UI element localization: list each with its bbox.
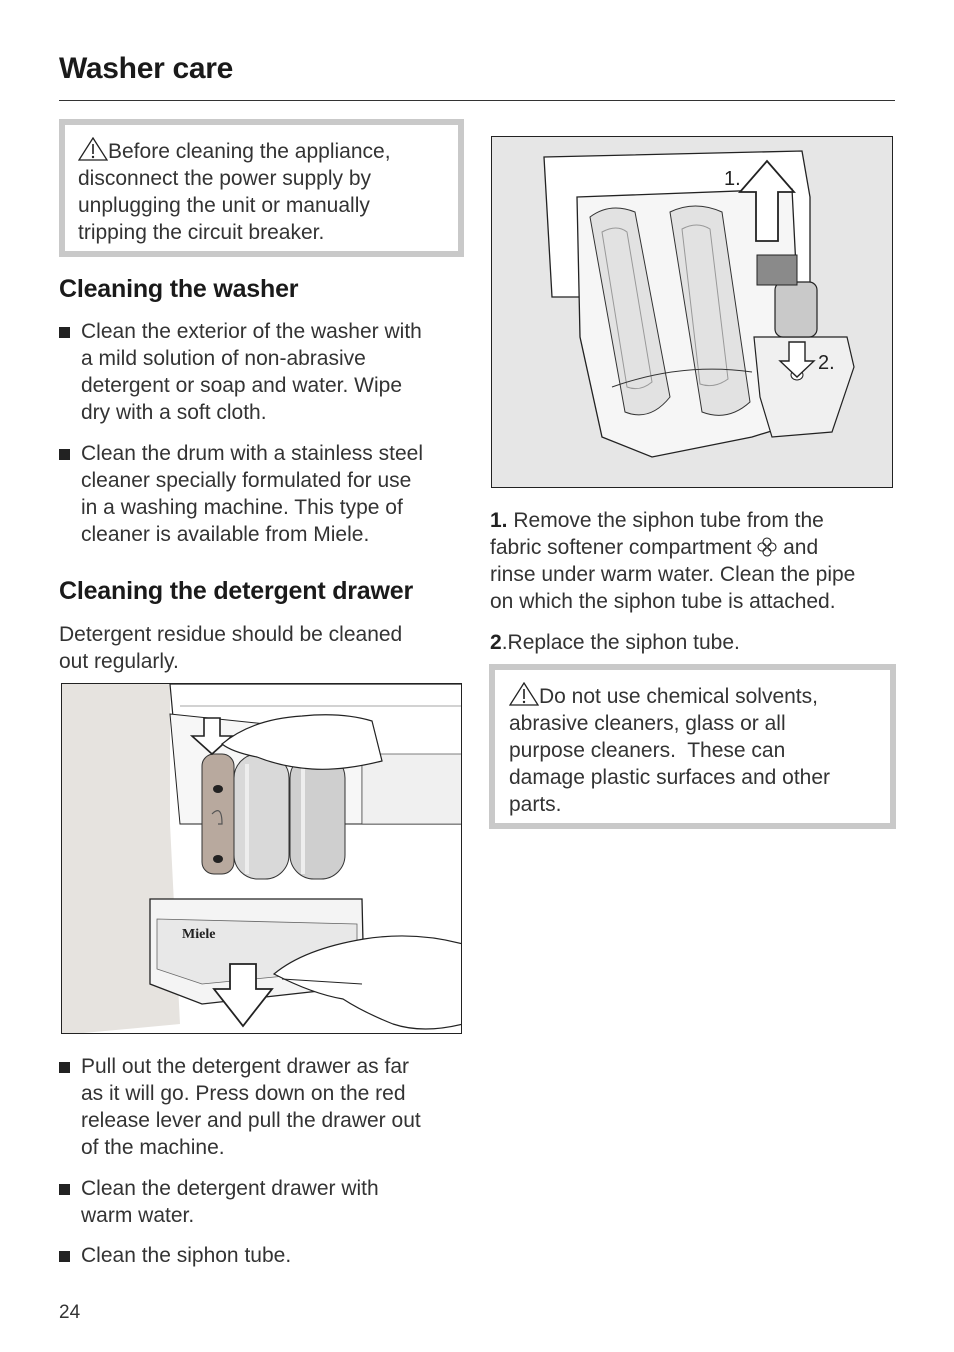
drawer-drawing: Miele — [62, 684, 461, 1033]
bullet-line: dry with a soft cloth. — [81, 401, 267, 424]
warning-line: Do not use chemical solvents, — [509, 682, 890, 710]
bullet-line: detergent or soap and water. Wipe — [81, 374, 403, 397]
bullet-line: as it will go. Press down on the red — [81, 1082, 406, 1105]
warning-line: Before cleaning the appliance, — [78, 137, 458, 165]
bullet-line: Clean the drum with a stainless steel — [81, 442, 423, 465]
warning-triangle-icon — [78, 137, 108, 161]
warning-box-disconnect: Before cleaning the appliance, disconnec… — [59, 119, 464, 257]
bullet-square-icon — [59, 449, 70, 460]
bullet-line: Clean the exterior of the washer with — [81, 320, 422, 343]
step-1-line: fabric softener compartment and — [490, 534, 900, 561]
figure-label-2: 2. — [818, 352, 835, 374]
bullet-line: release lever and pull the drawer out — [81, 1109, 421, 1132]
bullet-line: of the machine. — [81, 1136, 225, 1159]
drawer-intro: Detergent residue should be cleaned out … — [59, 621, 459, 675]
warning-triangle-icon — [509, 682, 539, 706]
figure-label-1: 1. — [724, 168, 741, 190]
siphon-tube-illustration: 1. 2. — [491, 136, 893, 488]
bullet-line: warm water. — [81, 1204, 195, 1227]
fabric-softener-flower-icon — [757, 537, 777, 557]
step-1-instruction: 1. Remove the siphon tube from the fabri… — [490, 507, 900, 615]
list-item: Clean the detergent drawer with warm wat… — [59, 1175, 459, 1231]
bullet-square-icon — [59, 1251, 70, 1262]
warning-text-3: unplugging the unit or manually — [78, 194, 370, 217]
miele-brand-label: Miele — [182, 927, 215, 942]
warning-text-4: tripping the circuit breaker. — [78, 221, 325, 244]
page-title: Washer care — [59, 52, 234, 85]
bullet-line: a mild solution of non-abrasive — [81, 347, 366, 370]
intro-line: out regularly. — [59, 650, 179, 673]
warning-text-2: abrasive cleaners, glass or all — [509, 712, 786, 735]
heading-cleaning-washer: Cleaning the washer — [59, 275, 299, 303]
intro-line: Detergent residue should be cleaned — [59, 623, 403, 646]
bullet-square-icon — [59, 1184, 70, 1195]
bullet-line: cleaner is available from Miele. — [81, 523, 370, 546]
drawer-removal-illustration: Miele — [61, 683, 462, 1034]
step-1-text: and — [777, 536, 819, 559]
list-item: Clean the exterior of the washer with a … — [59, 318, 459, 428]
list-item: Clean the drum with a stainless steel cl… — [59, 440, 459, 550]
warning-text-5: parts. — [509, 793, 562, 816]
warning-text-2: disconnect the power supply by — [78, 167, 372, 190]
bullet-line: Clean the detergent drawer with — [81, 1177, 379, 1200]
step-1-text: fabric softener compartment — [490, 536, 758, 559]
warning-box-chemicals: Do not use chemical solvents, abrasive c… — [489, 664, 896, 829]
warning-text-4: damage plastic surfaces and other — [509, 766, 831, 789]
step-2-instruction: 2.Replace the siphon tube. — [490, 629, 900, 656]
page-number: 24 — [59, 1302, 81, 1323]
step-1-text: Remove the siphon tube from the — [507, 509, 824, 532]
heading-cleaning-drawer: Cleaning the detergent drawer — [59, 577, 413, 605]
warning-text-3: purpose cleaners. These can — [509, 739, 786, 762]
step-1-line: 1. Remove the siphon tube from the — [490, 507, 900, 534]
bullet-line: Pull out the detergent drawer as far — [81, 1055, 410, 1078]
list-item: Pull out the detergent drawer as far as … — [59, 1053, 459, 1163]
step-1-line: rinse under warm water. Clean the pipe — [490, 563, 856, 586]
warning-text-1: Before cleaning the appliance, — [108, 140, 391, 163]
step-2-text: .Replace the siphon tube. — [501, 631, 740, 654]
bullet-square-icon — [59, 1062, 70, 1073]
bullet-line: in a washing machine. This type of — [81, 496, 403, 519]
siphon-drawing: 1. 2. — [492, 137, 892, 487]
bullet-line: Clean the siphon tube. — [81, 1244, 292, 1267]
step-2-number: 2 — [490, 631, 502, 654]
bullet-square-icon — [59, 327, 70, 338]
step-1-line: on which the siphon tube is attached. — [490, 590, 836, 613]
warning-text-1: Do not use chemical solvents, — [539, 685, 818, 708]
title-divider — [59, 100, 895, 101]
step-1-number: 1. — [490, 509, 508, 532]
bullet-line: cleaner specially formulated for use — [81, 469, 412, 492]
list-item: Clean the siphon tube. — [59, 1242, 459, 1270]
